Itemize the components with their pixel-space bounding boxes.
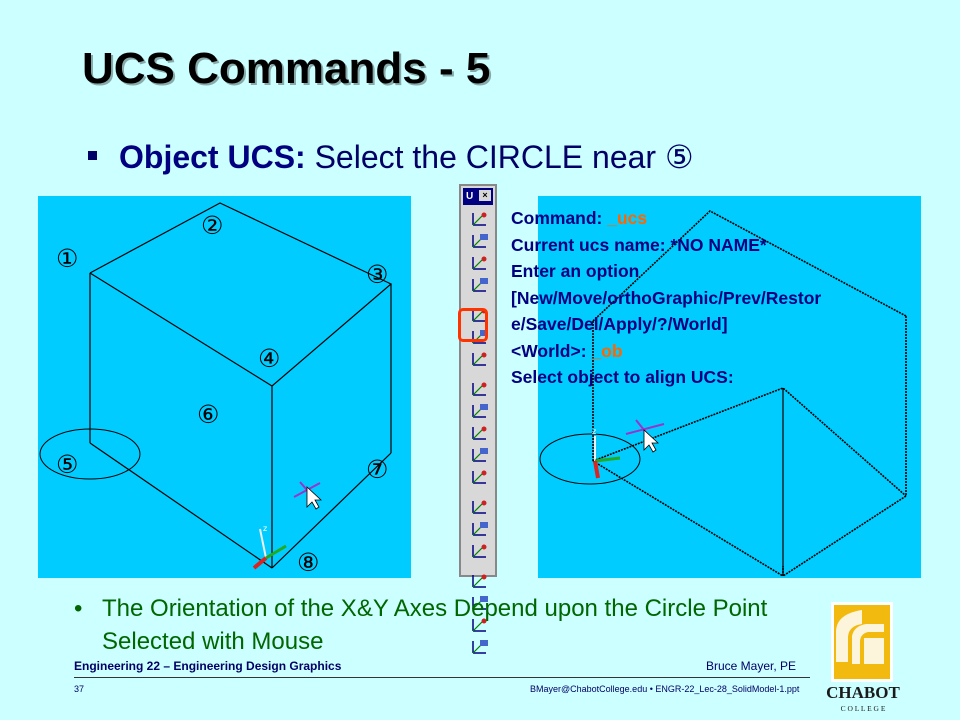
toolbar-tool-ucs-x-rotate-icon[interactable] xyxy=(469,445,491,465)
toolbar-tool-ucs-apply-icon[interactable] xyxy=(469,519,491,539)
command-line-3: Enter an option xyxy=(511,261,640,281)
marker-4: ④ xyxy=(258,344,281,373)
command-line-7: Select object to align UCS: xyxy=(511,367,734,387)
bullet-label: Object UCS: xyxy=(119,139,306,175)
command-line-1: Command: _ucs xyxy=(511,205,821,232)
note-bullet-dot: • xyxy=(74,595,83,622)
toolbar-separator xyxy=(461,297,495,303)
ucs-axis-icon: z xyxy=(252,524,287,570)
footer-author: Bruce Mayer, PE xyxy=(706,659,797,673)
square-bullet-icon xyxy=(88,151,97,161)
toolbar-close-button[interactable]: × xyxy=(479,190,491,201)
command-input-ucs: _ucs xyxy=(607,208,648,228)
ucs-restore-icon xyxy=(472,596,488,610)
marker-5: ⑤ xyxy=(56,450,79,479)
toolbar-tool-ucs-y-rotate-icon[interactable] xyxy=(469,467,491,487)
toolbar-tool-ucs-world-icon[interactable] xyxy=(469,231,491,251)
ucs-object-icon xyxy=(472,382,487,396)
marker-8: ⑧ xyxy=(297,548,320,577)
command-prompt: Command: xyxy=(511,208,608,228)
note-bullet: • The Orientation of the X&Y Axes Depend… xyxy=(74,592,834,658)
slide-title: UCS Commands - 5 xyxy=(82,44,491,93)
bullet-text: Select the CIRCLE near ⑤ xyxy=(314,139,694,175)
command-line-4: [New/Move/orthoGraphic/Prev/Restor xyxy=(511,287,822,308)
marker-1: ① xyxy=(56,244,79,273)
marker-7: ⑦ xyxy=(366,455,389,484)
bullet-object-ucs: Object UCS: Select the CIRCLE near ⑤ xyxy=(88,138,694,176)
toolbar-separator xyxy=(461,489,495,495)
ucs-toolbar: U × xyxy=(459,184,497,654)
ucs-world-icon xyxy=(472,234,488,248)
svg-text:z: z xyxy=(592,427,596,436)
ucs-z-rotate-icon xyxy=(472,500,487,514)
ucs-face-icon xyxy=(472,404,488,418)
right-drawing-viewport[interactable]: z xyxy=(538,196,921,578)
ucs-origin-icon xyxy=(472,278,488,292)
toolbar-tool-ucs-face-icon[interactable] xyxy=(469,401,491,421)
selected-tool-highlight xyxy=(458,308,488,342)
toolbar-title: U xyxy=(466,191,474,202)
ucs-x-rotate-icon xyxy=(472,448,488,462)
toolbar-tool-ucs-origin-icon[interactable] xyxy=(469,275,491,295)
ucs-3point-icon xyxy=(472,352,487,366)
toolbar-tool-ucs-previous-icon[interactable] xyxy=(469,253,491,273)
ucs-axis-icon-right: z xyxy=(592,427,621,479)
command-prompt-world: <World>: xyxy=(511,340,592,361)
footer-course: Engineering 22 – Engineering Design Grap… xyxy=(74,659,342,673)
toolbar-tool-ucs-z-rotate-icon[interactable] xyxy=(469,497,491,517)
logo-subtext: C O L L E G E xyxy=(841,704,886,713)
toolbar-titlebar[interactable]: U × xyxy=(463,188,493,205)
toolbar-tool-ucs-list-icon[interactable] xyxy=(469,637,491,657)
toolbar-separator xyxy=(461,563,495,569)
ucs-move-icon xyxy=(472,544,487,558)
chabot-logo-icon: CHABOT C O L L E G E xyxy=(826,602,900,713)
toolbar-tool-ucs-save-icon[interactable] xyxy=(469,571,491,591)
command-line-5: e/Save/Del/Apply/?/World] xyxy=(511,314,728,334)
toolbar-tool-ucs-object-icon[interactable] xyxy=(469,379,491,399)
ucs-icon xyxy=(472,212,487,226)
ucs-y-rotate-icon xyxy=(472,470,487,484)
note-text: The Orientation of the X&Y Axes Depend u… xyxy=(102,595,768,655)
command-input-ob: _ob xyxy=(591,340,623,361)
marker-6: ⑥ xyxy=(197,400,220,429)
toolbar-tool-ucs-move-icon[interactable] xyxy=(469,541,491,561)
toolbar-tool-ucs-restore-icon[interactable] xyxy=(469,593,491,613)
command-window: Command: _ucs Current ucs name: *NO NAME… xyxy=(511,205,821,391)
svg-text:z: z xyxy=(263,524,267,533)
ucs-save-icon xyxy=(472,574,487,588)
ucs-z-axis-icon xyxy=(472,426,487,440)
marker-3: ③ xyxy=(366,260,389,289)
logo-text: CHABOT xyxy=(826,683,900,702)
footer-divider xyxy=(74,677,810,678)
toolbar-separator xyxy=(461,371,495,377)
ucs-apply-icon xyxy=(472,522,488,536)
toolbar-tool-ucs-3point-icon[interactable] xyxy=(469,349,491,369)
toolbar-tool-ucs-delete-icon[interactable] xyxy=(469,615,491,635)
footer-file-info: BMayer@ChabotCollege.edu • ENGR-22_Lec-2… xyxy=(530,684,800,694)
pick-cursor-icon-right xyxy=(625,419,665,453)
marker-2: ② xyxy=(201,211,224,240)
left-cube-wireframe: z xyxy=(39,202,393,570)
left-drawing-viewport[interactable]: z xyxy=(38,196,411,578)
footer-page-number: 37 xyxy=(74,684,85,694)
ucs-previous-icon xyxy=(472,256,487,270)
command-line-2: Current ucs name: *NO NAME* xyxy=(511,234,767,255)
toolbar-tool-ucs-z-axis-icon[interactable] xyxy=(469,423,491,443)
toolbar-tool-ucs-icon[interactable] xyxy=(469,209,491,229)
right-cube-wireframe: z xyxy=(539,210,907,577)
chabot-college-logo: CHABOT C O L L E G E xyxy=(822,602,904,714)
ucs-delete-icon xyxy=(472,618,487,632)
command-line-6: <World>: _ob xyxy=(511,338,821,365)
pick-cursor-icon xyxy=(293,481,323,510)
ucs-list-icon xyxy=(472,640,488,654)
